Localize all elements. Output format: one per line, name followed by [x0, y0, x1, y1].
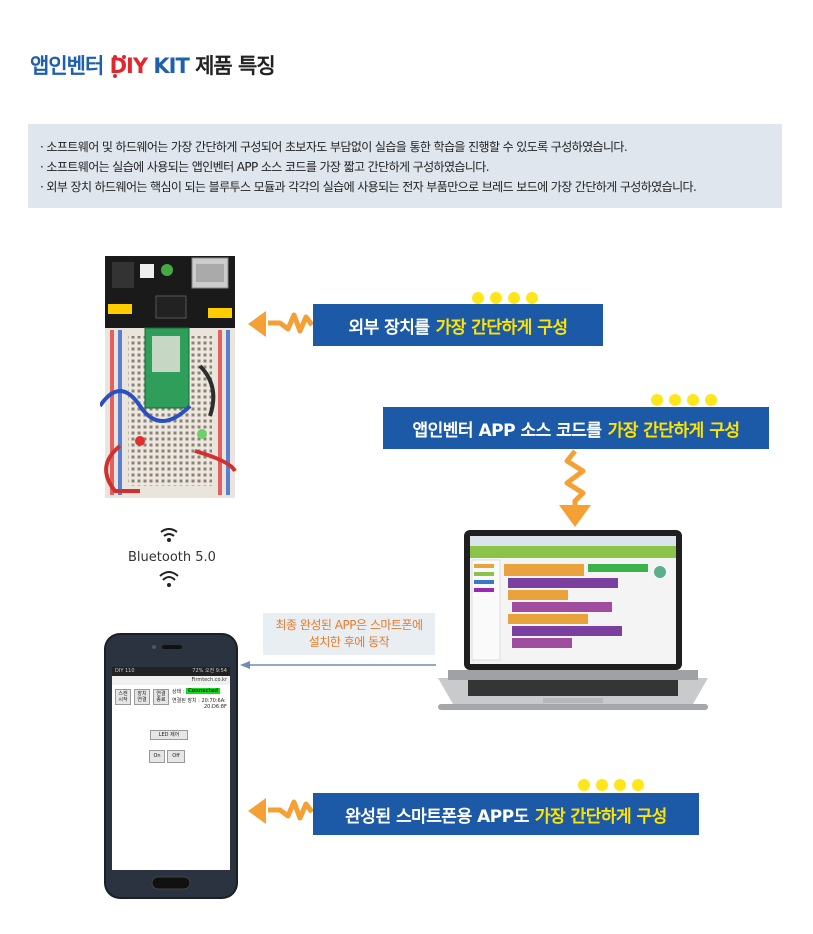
feature-item: · 소프트웨어는 실습에 사용되는 앱인벤터 APP 소스 코드를 가장 짧고 …: [40, 160, 490, 174]
banner-app-text: 완성된 스마트폰용 APP도: [345, 806, 529, 827]
banner-source: 앱인벤터 APP 소스 코드를 가장 간단하게 구성: [383, 407, 769, 449]
bluetooth-label: Bluetooth 5.0: [128, 550, 216, 565]
signal-icon: [160, 528, 178, 542]
page-title: 앱인벤터 DIY KIT 제품 특징: [30, 50, 276, 80]
banner-app-highlight: 가장 간단하게 구성: [534, 806, 667, 827]
status-badge: Connected: [186, 688, 220, 694]
led-control-label: LED 제어: [150, 730, 188, 740]
banner-app: 완성된 스마트폰용 APP도 가장 간단하게 구성: [313, 793, 699, 835]
highlight-dots: [578, 776, 650, 791]
install-note: 최종 완성된 APP은 스마트폰에 설치한 후에 동작: [263, 613, 435, 655]
title-dots: [113, 44, 139, 78]
on-button[interactable]: On: [149, 750, 165, 763]
site-label: Firmtech.co.kr: [191, 677, 227, 683]
arrow-down-icon: [559, 449, 591, 527]
banner-hardware-highlight: 가장 간단하게 구성: [435, 317, 568, 338]
device-connect-button[interactable]: 장치 연결: [134, 689, 150, 705]
title-app-inventor: 앱인벤터: [30, 54, 104, 78]
banner-source-highlight: 가장 간단하게 구성: [607, 420, 740, 441]
highlight-dots: [651, 391, 723, 406]
scan-start-button[interactable]: 스캔 시작: [115, 689, 131, 705]
feature-item: · 소프트웨어 및 하드웨어는 가장 간단하게 구성되어 초보자도 부담없이 실…: [40, 140, 628, 154]
highlight-dots: [472, 289, 544, 304]
laptop-image: [438, 530, 708, 710]
title-features: 제품 특징: [195, 54, 276, 78]
feature-item: · 외부 장치 하드웨어는 핵심이 되는 블루투스 모듈과 각각의 실습에 사용…: [40, 180, 697, 194]
status-bar: DIY 110 72% 오전 9:54: [112, 667, 230, 676]
breadboard-image: [100, 256, 237, 498]
banner-hardware-text: 외부 장치를: [348, 317, 430, 338]
off-button[interactable]: Off: [167, 750, 185, 763]
device-value: 20:D6:8F: [204, 704, 227, 710]
title-kit: KIT: [153, 54, 189, 78]
feature-list-box: · 소프트웨어 및 하드웨어는 가장 간단하게 구성되어 초보자도 부담없이 실…: [28, 124, 782, 208]
status-label: 상태 :: [172, 689, 185, 695]
wifi-icon: [159, 571, 179, 587]
arrow-left-icon: [248, 311, 314, 337]
arrow-left-icon: [240, 661, 436, 669]
install-note-line: 설치한 후에 동작: [308, 635, 390, 649]
phone-app-screen: DIY 110 72% 오전 9:54 Firmtech.co.kr 스캔 시작…: [112, 667, 230, 870]
status-bar-info: 72% 오전 9:54: [192, 668, 227, 674]
arrow-left-icon: [248, 798, 314, 824]
site-bar: Firmtech.co.kr: [112, 676, 230, 685]
install-note-line: 최종 완성된 APP은 스마트폰에: [275, 618, 423, 632]
device-label: 연결된 장치 : 20:70:6A:: [172, 698, 226, 704]
banner-source-text: 앱인벤터 APP 소스 코드를: [412, 420, 602, 441]
banner-hardware: 외부 장치를 가장 간단하게 구성: [313, 304, 603, 346]
app-name: DIY 110: [115, 668, 135, 674]
disconnect-button[interactable]: 연결 종료: [153, 689, 169, 705]
